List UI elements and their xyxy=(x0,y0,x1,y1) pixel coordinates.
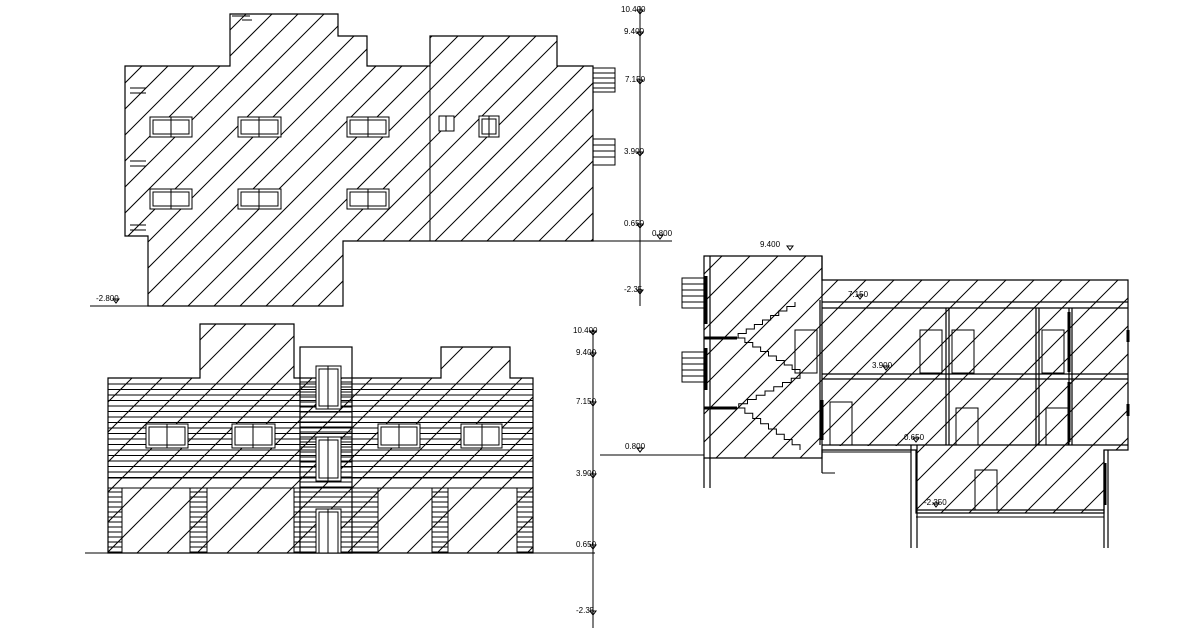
small-window xyxy=(438,115,455,132)
front-elevation-levels: 10.400 9.400 7.150 3.900 0.650 -2.35 xyxy=(573,326,598,615)
stair-flights xyxy=(730,302,801,450)
balcony-rail xyxy=(681,277,705,309)
window xyxy=(149,188,193,210)
level-label: 10.400 xyxy=(621,5,646,14)
level-label: 7.150 xyxy=(848,290,869,299)
rear-elevation-outline xyxy=(124,13,594,307)
door xyxy=(1045,407,1069,446)
door xyxy=(951,329,975,374)
section-hatch xyxy=(704,256,1128,513)
level-label: -2.800 xyxy=(96,294,119,303)
door xyxy=(919,329,943,374)
level-label: 7.150 xyxy=(576,397,597,406)
balcony-rail-lower xyxy=(592,138,616,166)
front-elevation xyxy=(85,323,595,554)
door xyxy=(974,469,998,511)
level-label: -2.35 xyxy=(624,285,643,294)
wall-notch-marks xyxy=(130,87,146,231)
stair-window xyxy=(315,365,342,410)
level-label: -2.350 xyxy=(924,498,947,507)
entrance-door xyxy=(315,508,342,554)
window xyxy=(237,116,282,138)
door xyxy=(794,329,818,374)
level-label: 9.400 xyxy=(624,27,645,36)
section-levels: 9.400 7.150 3.900 0.650 0.800 -2.350 xyxy=(625,240,947,507)
door xyxy=(955,407,979,446)
level-label: 7.150 xyxy=(625,75,646,84)
level-label: 3.900 xyxy=(624,147,645,156)
level-label: -2.35 xyxy=(576,606,595,615)
window xyxy=(145,423,189,449)
level-label: 0.650 xyxy=(624,219,645,228)
level-label: 3.900 xyxy=(576,469,597,478)
level-label: 9.400 xyxy=(576,348,597,357)
building-section xyxy=(600,255,1130,548)
window xyxy=(149,116,193,138)
stair-window xyxy=(315,436,342,482)
small-window xyxy=(478,115,500,138)
level-label: 9.400 xyxy=(760,240,781,249)
window xyxy=(460,423,503,449)
rear-elevation-levels: 10.400 9.400 7.150 3.900 0.650 0.800 -2.… xyxy=(96,5,673,303)
level-label: 10.400 xyxy=(573,326,598,335)
window xyxy=(231,423,276,449)
window xyxy=(346,116,390,138)
balcony-rail-upper xyxy=(592,67,616,93)
balcony-rail xyxy=(681,351,705,383)
level-label: 0.650 xyxy=(576,540,597,549)
rear-elevation-hatch xyxy=(125,14,593,306)
level-label: 3.900 xyxy=(872,361,893,370)
level-markers xyxy=(112,9,940,616)
window xyxy=(237,188,282,210)
level-label: 0.650 xyxy=(904,433,925,442)
level-label: 0.800 xyxy=(652,229,673,238)
window xyxy=(377,423,421,449)
window xyxy=(346,188,390,210)
door xyxy=(829,401,853,446)
rear-elevation xyxy=(90,13,672,307)
level-label: 0.800 xyxy=(625,442,646,451)
door xyxy=(1041,329,1065,374)
